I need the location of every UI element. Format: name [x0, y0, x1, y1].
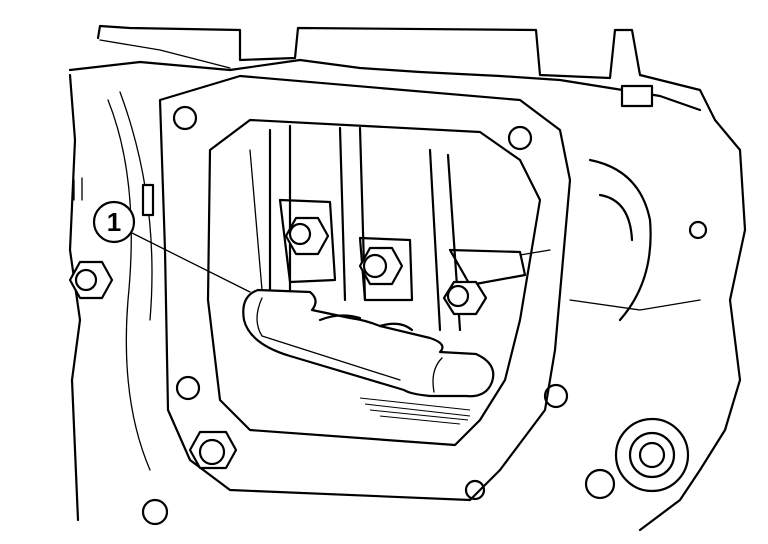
bolt-head	[358, 246, 404, 286]
flange-bolt-hole	[175, 375, 201, 401]
flange-bolt-hole	[172, 105, 198, 131]
callout-leader-line	[129, 231, 251, 293]
gear-teeth	[359, 397, 471, 425]
part-1	[242, 288, 495, 398]
bolt-head	[620, 84, 654, 108]
bolt-head	[141, 498, 169, 526]
internal-components	[249, 124, 551, 332]
bolts	[68, 84, 654, 526]
connector-tab	[141, 183, 155, 217]
round-boss	[614, 417, 690, 493]
block-ribs	[569, 158, 708, 322]
flange-bolt-hole	[543, 383, 569, 409]
flange-bolt-hole	[464, 479, 486, 501]
callout-1: 1	[92, 200, 251, 293]
flange-bolt-hole	[507, 125, 533, 151]
bolt-head	[584, 468, 616, 500]
callout-circle	[92, 200, 136, 244]
mounting-flange	[158, 74, 572, 502]
bolt-head	[188, 430, 238, 470]
callout-label: 1	[107, 207, 121, 237]
bolt-head	[68, 260, 114, 300]
bolt-head	[442, 280, 488, 316]
bolt-head	[284, 216, 330, 256]
